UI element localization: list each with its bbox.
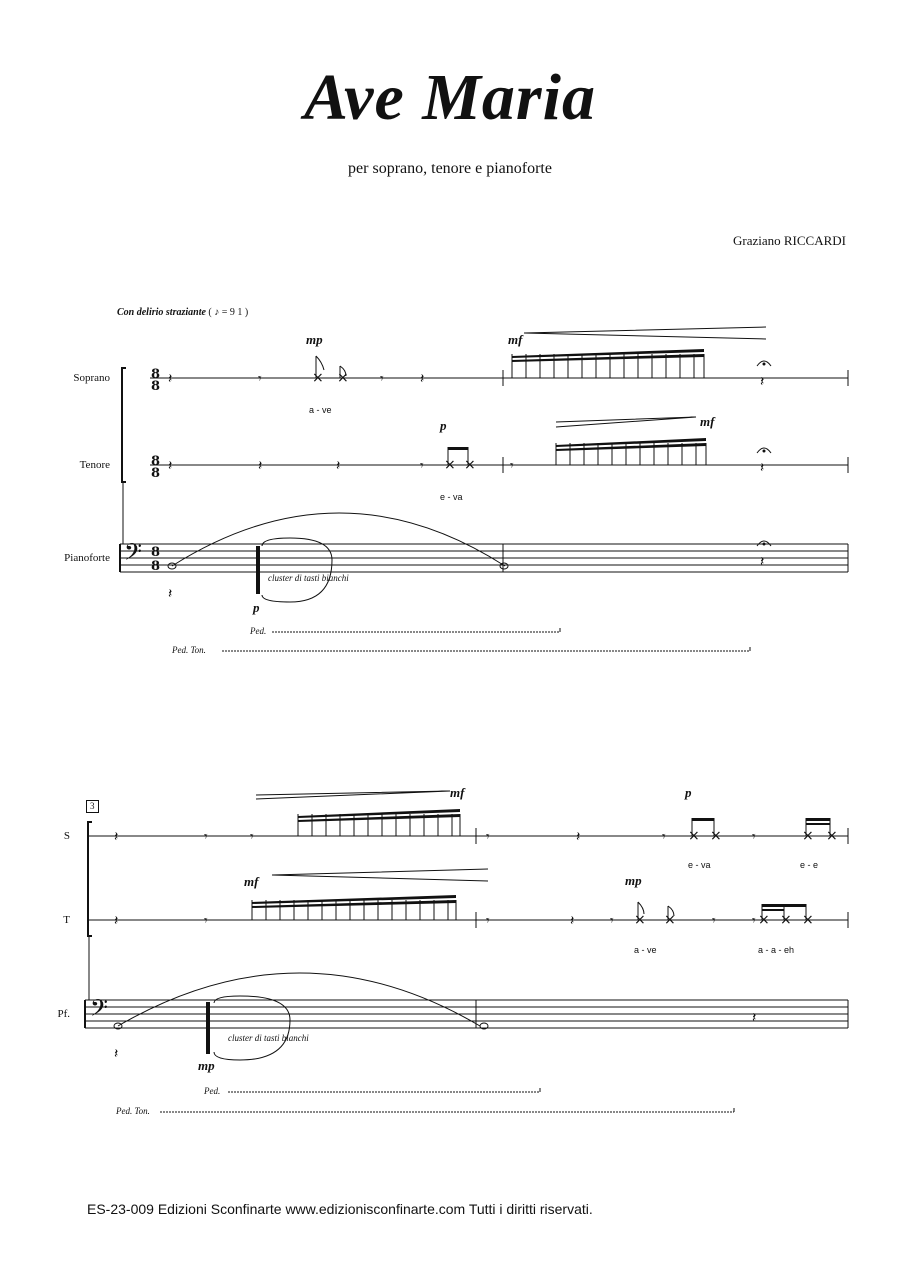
svg-text:×: × <box>802 828 814 844</box>
svg-text:𝄽: 𝄽 <box>420 371 424 387</box>
svg-text:𝄾: 𝄾 <box>204 829 208 845</box>
svg-text:𝄾: 𝄾 <box>204 913 208 929</box>
svg-text:𝄽: 𝄽 <box>760 374 764 390</box>
svg-text:8: 8 <box>151 379 160 394</box>
label-piano-short: Pf. <box>57 1008 70 1020</box>
svg-text:𝄾: 𝄾 <box>752 829 756 845</box>
dynamic-mf: mf <box>700 414 715 429</box>
svg-text:𝄽: 𝄽 <box>760 554 764 570</box>
svg-text:×: × <box>634 912 646 928</box>
svg-text:×: × <box>688 828 700 844</box>
label-tenor-short: T <box>63 914 70 926</box>
measure-number: 3 <box>86 800 99 813</box>
lyric-tenor: e - va <box>440 492 463 502</box>
whole-note <box>167 562 177 570</box>
svg-text:𝄽: 𝄽 <box>258 458 262 474</box>
dynamic-p: p <box>440 418 447 433</box>
svg-text:×: × <box>312 370 324 386</box>
lyric-soprano: a - ve <box>309 405 332 415</box>
label-piano: Pianoforte <box>64 552 110 564</box>
pedal-marking: Ped. <box>204 1086 221 1096</box>
piano-staff-2 <box>85 999 848 1029</box>
label-tenor: Tenore <box>79 459 110 471</box>
svg-text:𝄾: 𝄾 <box>510 458 514 474</box>
svg-text:×: × <box>780 912 792 928</box>
tempo-marking: Con delirio straziante ( ♪ = 9 1 ) <box>117 307 248 318</box>
svg-text:𝄽: 𝄽 <box>114 1046 118 1062</box>
label-soprano: Soprano <box>73 372 110 384</box>
svg-text:𝄾: 𝄾 <box>486 913 490 929</box>
dynamic-p: p <box>253 600 260 615</box>
composer-name: Graziano RICCARDI <box>732 233 846 248</box>
tonal-pedal-marking: Ped. Ton. <box>172 645 206 655</box>
svg-text:𝄽: 𝄽 <box>168 458 172 474</box>
cluster-text: cluster di tasti bianchi <box>228 1033 309 1043</box>
cluster-text: cluster di tasti bianchi <box>268 573 349 583</box>
svg-text:𝄾: 𝄾 <box>258 371 262 387</box>
dynamic-mp: mp <box>198 1058 215 1073</box>
svg-text:𝄾: 𝄾 <box>712 913 716 929</box>
tonal-pedal-marking: Ped. Ton. <box>116 1106 150 1116</box>
svg-text:𝄽: 𝄽 <box>752 1010 756 1026</box>
rest: 𝄽 <box>168 371 172 387</box>
score-subtitle: per soprano, tenore e pianoforte <box>348 160 552 177</box>
svg-text:𝄽: 𝄽 <box>570 913 574 929</box>
piano-staff <box>120 543 848 573</box>
dynamic-mf: mf <box>508 332 523 347</box>
svg-text:×: × <box>758 912 770 928</box>
bass-clef: 𝄢 <box>124 538 142 571</box>
time-signature-num: 8 <box>151 367 160 382</box>
svg-text:×: × <box>444 457 456 473</box>
lyric-soprano-1: e - va <box>688 860 711 870</box>
svg-text:×: × <box>464 457 476 473</box>
tempo-value: ( ♪ = 9 1 ) <box>208 307 249 318</box>
svg-text:×: × <box>710 828 722 844</box>
copyright-footer: ES-23-009 Edizioni Sconfinarte www.edizi… <box>87 1201 593 1217</box>
svg-text:×: × <box>826 828 838 844</box>
svg-text:8: 8 <box>151 466 160 481</box>
svg-text:𝄽: 𝄽 <box>576 829 580 845</box>
cluster-bracket <box>261 537 333 603</box>
piano-slur <box>171 512 506 567</box>
svg-text:𝄽: 𝄽 <box>336 458 340 474</box>
svg-text:𝄽: 𝄽 <box>114 829 118 845</box>
svg-text:𝄾: 𝄾 <box>250 829 254 845</box>
svg-text:×: × <box>337 370 349 386</box>
label-soprano-short: S <box>63 830 70 842</box>
svg-text:𝄾: 𝄾 <box>380 371 384 387</box>
vocal-bracket <box>121 367 126 483</box>
svg-text:×: × <box>802 912 814 928</box>
lyric-tenor-2: a - a - eh <box>758 945 795 955</box>
svg-text:𝄽: 𝄽 <box>760 460 764 476</box>
svg-text:𝄽: 𝄽 <box>114 913 118 929</box>
tempo-text: Con delirio straziante <box>117 307 206 318</box>
dynamic-mp: mp <box>306 332 323 347</box>
svg-text:𝄾: 𝄾 <box>752 913 756 929</box>
dynamic-p: p <box>685 785 692 800</box>
svg-text:𝄾: 𝄾 <box>420 458 424 474</box>
dynamic-mf: mf <box>244 874 259 889</box>
cluster-chord <box>256 546 260 594</box>
svg-text:8: 8 <box>151 545 160 560</box>
svg-text:×: × <box>664 912 676 928</box>
svg-text:𝄢: 𝄢 <box>90 994 108 1027</box>
dynamic-mf: mf <box>450 785 465 800</box>
svg-text:𝄽: 𝄽 <box>168 586 172 602</box>
lyric-tenor-1: a - ve <box>634 945 657 955</box>
svg-text:8: 8 <box>151 559 160 574</box>
score-title: Ave Maria <box>304 61 596 134</box>
svg-text:8: 8 <box>151 454 160 469</box>
dynamic-mp: mp <box>625 873 642 888</box>
svg-text:𝄾: 𝄾 <box>486 829 490 845</box>
svg-text:𝄾: 𝄾 <box>662 829 666 845</box>
pedal-marking: Ped. <box>250 626 267 636</box>
svg-text:𝄾: 𝄾 <box>610 913 614 929</box>
lyric-soprano-2: e - e <box>800 860 819 870</box>
